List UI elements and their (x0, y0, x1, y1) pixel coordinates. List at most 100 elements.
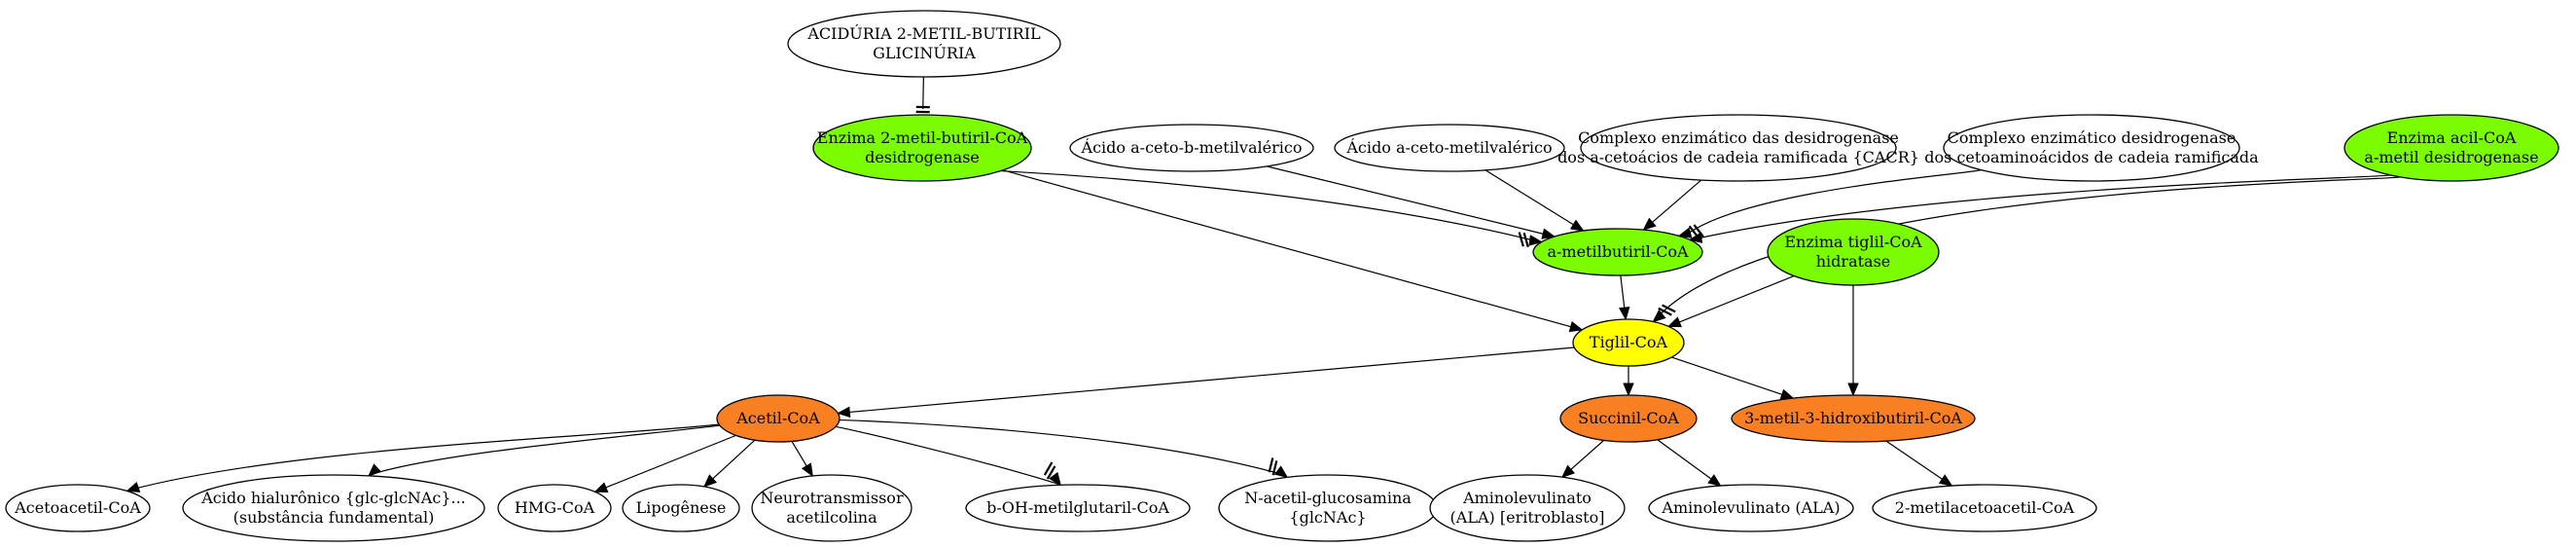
edge-enz_tiglil-to-m3h (1847, 285, 1859, 397)
edge-line (839, 419, 1288, 478)
node-label: dos cetoaminoácidos de cadeia ramificada (1924, 148, 2259, 166)
arrow-head (368, 463, 382, 477)
arrow-head (1541, 228, 1556, 239)
inhibition-bar (1518, 232, 1524, 247)
edge-line (1671, 356, 1783, 395)
node-ellipse (622, 484, 740, 532)
edge-line (126, 423, 720, 492)
edge-acetil-to-acetoacetil (125, 423, 720, 492)
node-label: Neurotransmissor (760, 489, 904, 507)
node-label: Ácido a-ceto-metilvalérico (1345, 137, 1552, 157)
edge-line (1000, 170, 1542, 243)
node-ellipse (1767, 218, 1940, 286)
edge-acetil-to-hialuronico (368, 424, 720, 477)
node-label: Aminolevulinato (1462, 489, 1592, 507)
edge-enz_2mb-to-amb (1000, 170, 1543, 248)
edge-acetil-to-neuro (791, 441, 813, 478)
edge-line (1657, 439, 1712, 480)
node-ellipse (1731, 394, 1976, 443)
node-ellipse (965, 484, 1191, 532)
inhibition-bar (1271, 460, 1278, 476)
inhibition-bar (1522, 232, 1529, 248)
edge-line (835, 425, 1061, 486)
arrow-head (1779, 388, 1795, 400)
arrow-head (1688, 232, 1703, 243)
arrow-head (1642, 217, 1657, 231)
node-label: desidrogenase (865, 148, 980, 166)
inhibition-bar (1268, 457, 1274, 473)
node-ellipse (1429, 474, 1626, 542)
node-label: GLICINÚRIA (873, 43, 976, 62)
edge-line (1885, 440, 1943, 480)
node-label: Enzima tiglil-CoA (1784, 233, 1922, 251)
node-ellipse (1334, 124, 1565, 172)
node-label: acetilcolina (786, 508, 877, 527)
arrow-head (1847, 383, 1859, 397)
edge-line (605, 434, 736, 489)
node-succinil: Succinil-CoA (1559, 394, 1698, 443)
node-label: Complexo enzimático das desidrogenase (1578, 128, 1899, 147)
arrow-head (1707, 474, 1722, 487)
node-label: {glcNAc} (1289, 508, 1366, 527)
node-label: 3-metil-3-hidroxibutiril-CoA (1744, 409, 1962, 427)
node-acetil: Acetil-CoA (716, 394, 841, 443)
node-cacr: Complexo enzimático das desidrogenasedos… (1557, 114, 1919, 182)
node-ac-cm: Ácido a-ceto-metilvalérico (1334, 124, 1565, 172)
arrow-head (1528, 235, 1543, 246)
edge-enz_2mb-to-tiglil (1002, 169, 1584, 333)
edge-line (1002, 169, 1571, 328)
node-tiglil: Tiglil-CoA (1572, 318, 1685, 367)
arrow-head (1652, 310, 1666, 323)
arrow-head (1666, 316, 1682, 328)
edge-line (1570, 439, 1605, 470)
edge-line (1620, 274, 1626, 309)
arrow-head (593, 482, 609, 493)
arrow-head (1568, 320, 1584, 333)
node-label: N-acetil-glucosamina (1244, 489, 1412, 507)
arrow-head (1273, 465, 1289, 479)
edge-line (791, 441, 807, 467)
inhibition-bar (1693, 224, 1704, 237)
node-bohmg: b-OH-metilglutaril-CoA (965, 484, 1191, 532)
edge-line (1652, 179, 1702, 223)
node-label: Aminolevulinato (ALA) (1661, 498, 1840, 517)
arrow-head (702, 474, 718, 488)
node-label: HMG-CoA (515, 498, 595, 517)
edge-amb-to-tiglil (1618, 274, 1630, 321)
node-label: (ALA) [eritroblasto] (1450, 508, 1605, 527)
node-label: ACIDÚRIA 2-METIL-BUTIRIL (806, 23, 1041, 43)
node-label: Lipogênese (636, 498, 727, 517)
edge-enz_acil-to-amb (1688, 174, 2391, 243)
node-ellipse (1648, 484, 1854, 532)
inhibition-bar (1046, 465, 1056, 480)
node-label: Acetoacetil-CoA (14, 498, 141, 517)
node-label: Succinil-CoA (1578, 409, 1679, 427)
edge-tiglil-to-succinil (1623, 366, 1634, 397)
node-m2aa: 2-metilacetoacetil-CoA (1872, 484, 2097, 532)
edge-line (368, 424, 720, 477)
edge-enz_tiglil-to-tiglil (1666, 274, 1795, 328)
node-label: Acetil-CoA (735, 409, 820, 427)
edge-succinil-to-ala_erit (1560, 439, 1605, 479)
edge-tiglil-to-m3h (1671, 356, 1795, 400)
node-label: b-OH-metilglutaril-CoA (986, 498, 1169, 517)
node-ala: Aminolevulinato (ALA) (1648, 484, 1854, 532)
edge-acetil-to-bohmg (835, 425, 1061, 487)
node-amb: a-metilbutiril-CoA (1532, 228, 1703, 276)
node-lipogenese: Lipogênese (622, 484, 740, 532)
arrow-head (1049, 471, 1061, 487)
edge-line (1689, 174, 2391, 240)
inhibition-bar (1043, 461, 1054, 476)
node-nacetil: N-acetil-glucosamina{glcNAc} (1218, 474, 1438, 542)
node-hialuronico: Ácido hialurônico {glc-glcNAc}...(substâ… (182, 474, 485, 542)
node-ellipse (182, 474, 485, 542)
node-label: Ácido a-ceto-b-metilvalérico (1081, 137, 1303, 157)
node-label: 2-metilacetoacetil-CoA (1895, 498, 2075, 517)
edge-ac_cm-to-amb (1485, 169, 1585, 232)
node-ellipse (1572, 318, 1685, 367)
edge-line (1678, 169, 1982, 237)
